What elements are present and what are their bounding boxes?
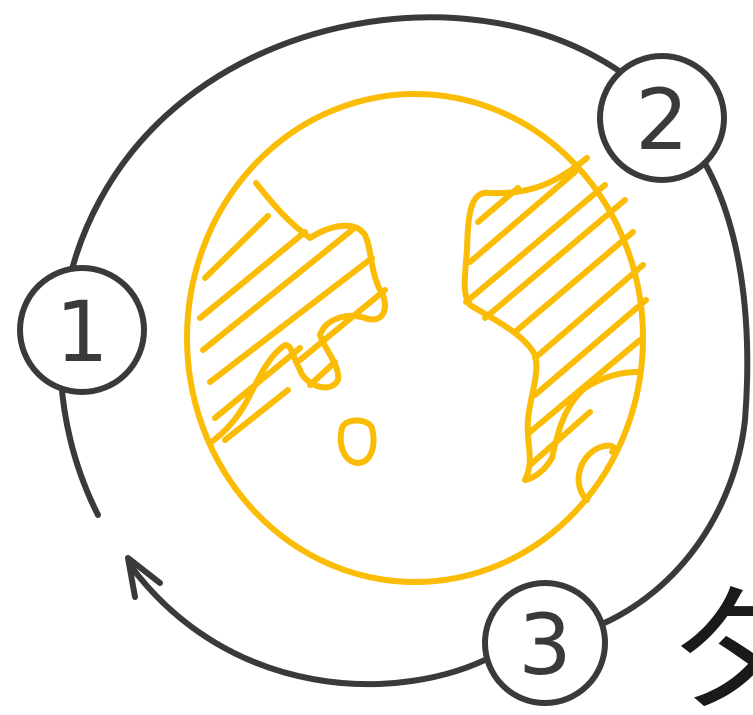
corner-glyph: タ bbox=[668, 571, 753, 715]
step-2-label: 2 bbox=[635, 71, 688, 169]
step-1: 1 bbox=[20, 268, 144, 392]
step-3-label: 3 bbox=[518, 596, 571, 694]
globe-icon bbox=[187, 94, 646, 582]
step-1-label: 1 bbox=[55, 283, 108, 381]
step-3: 3 bbox=[485, 583, 605, 703]
continent-left-hatching bbox=[200, 216, 385, 440]
step-2: 2 bbox=[600, 56, 724, 180]
continent-right bbox=[465, 158, 638, 480]
island bbox=[341, 421, 374, 464]
